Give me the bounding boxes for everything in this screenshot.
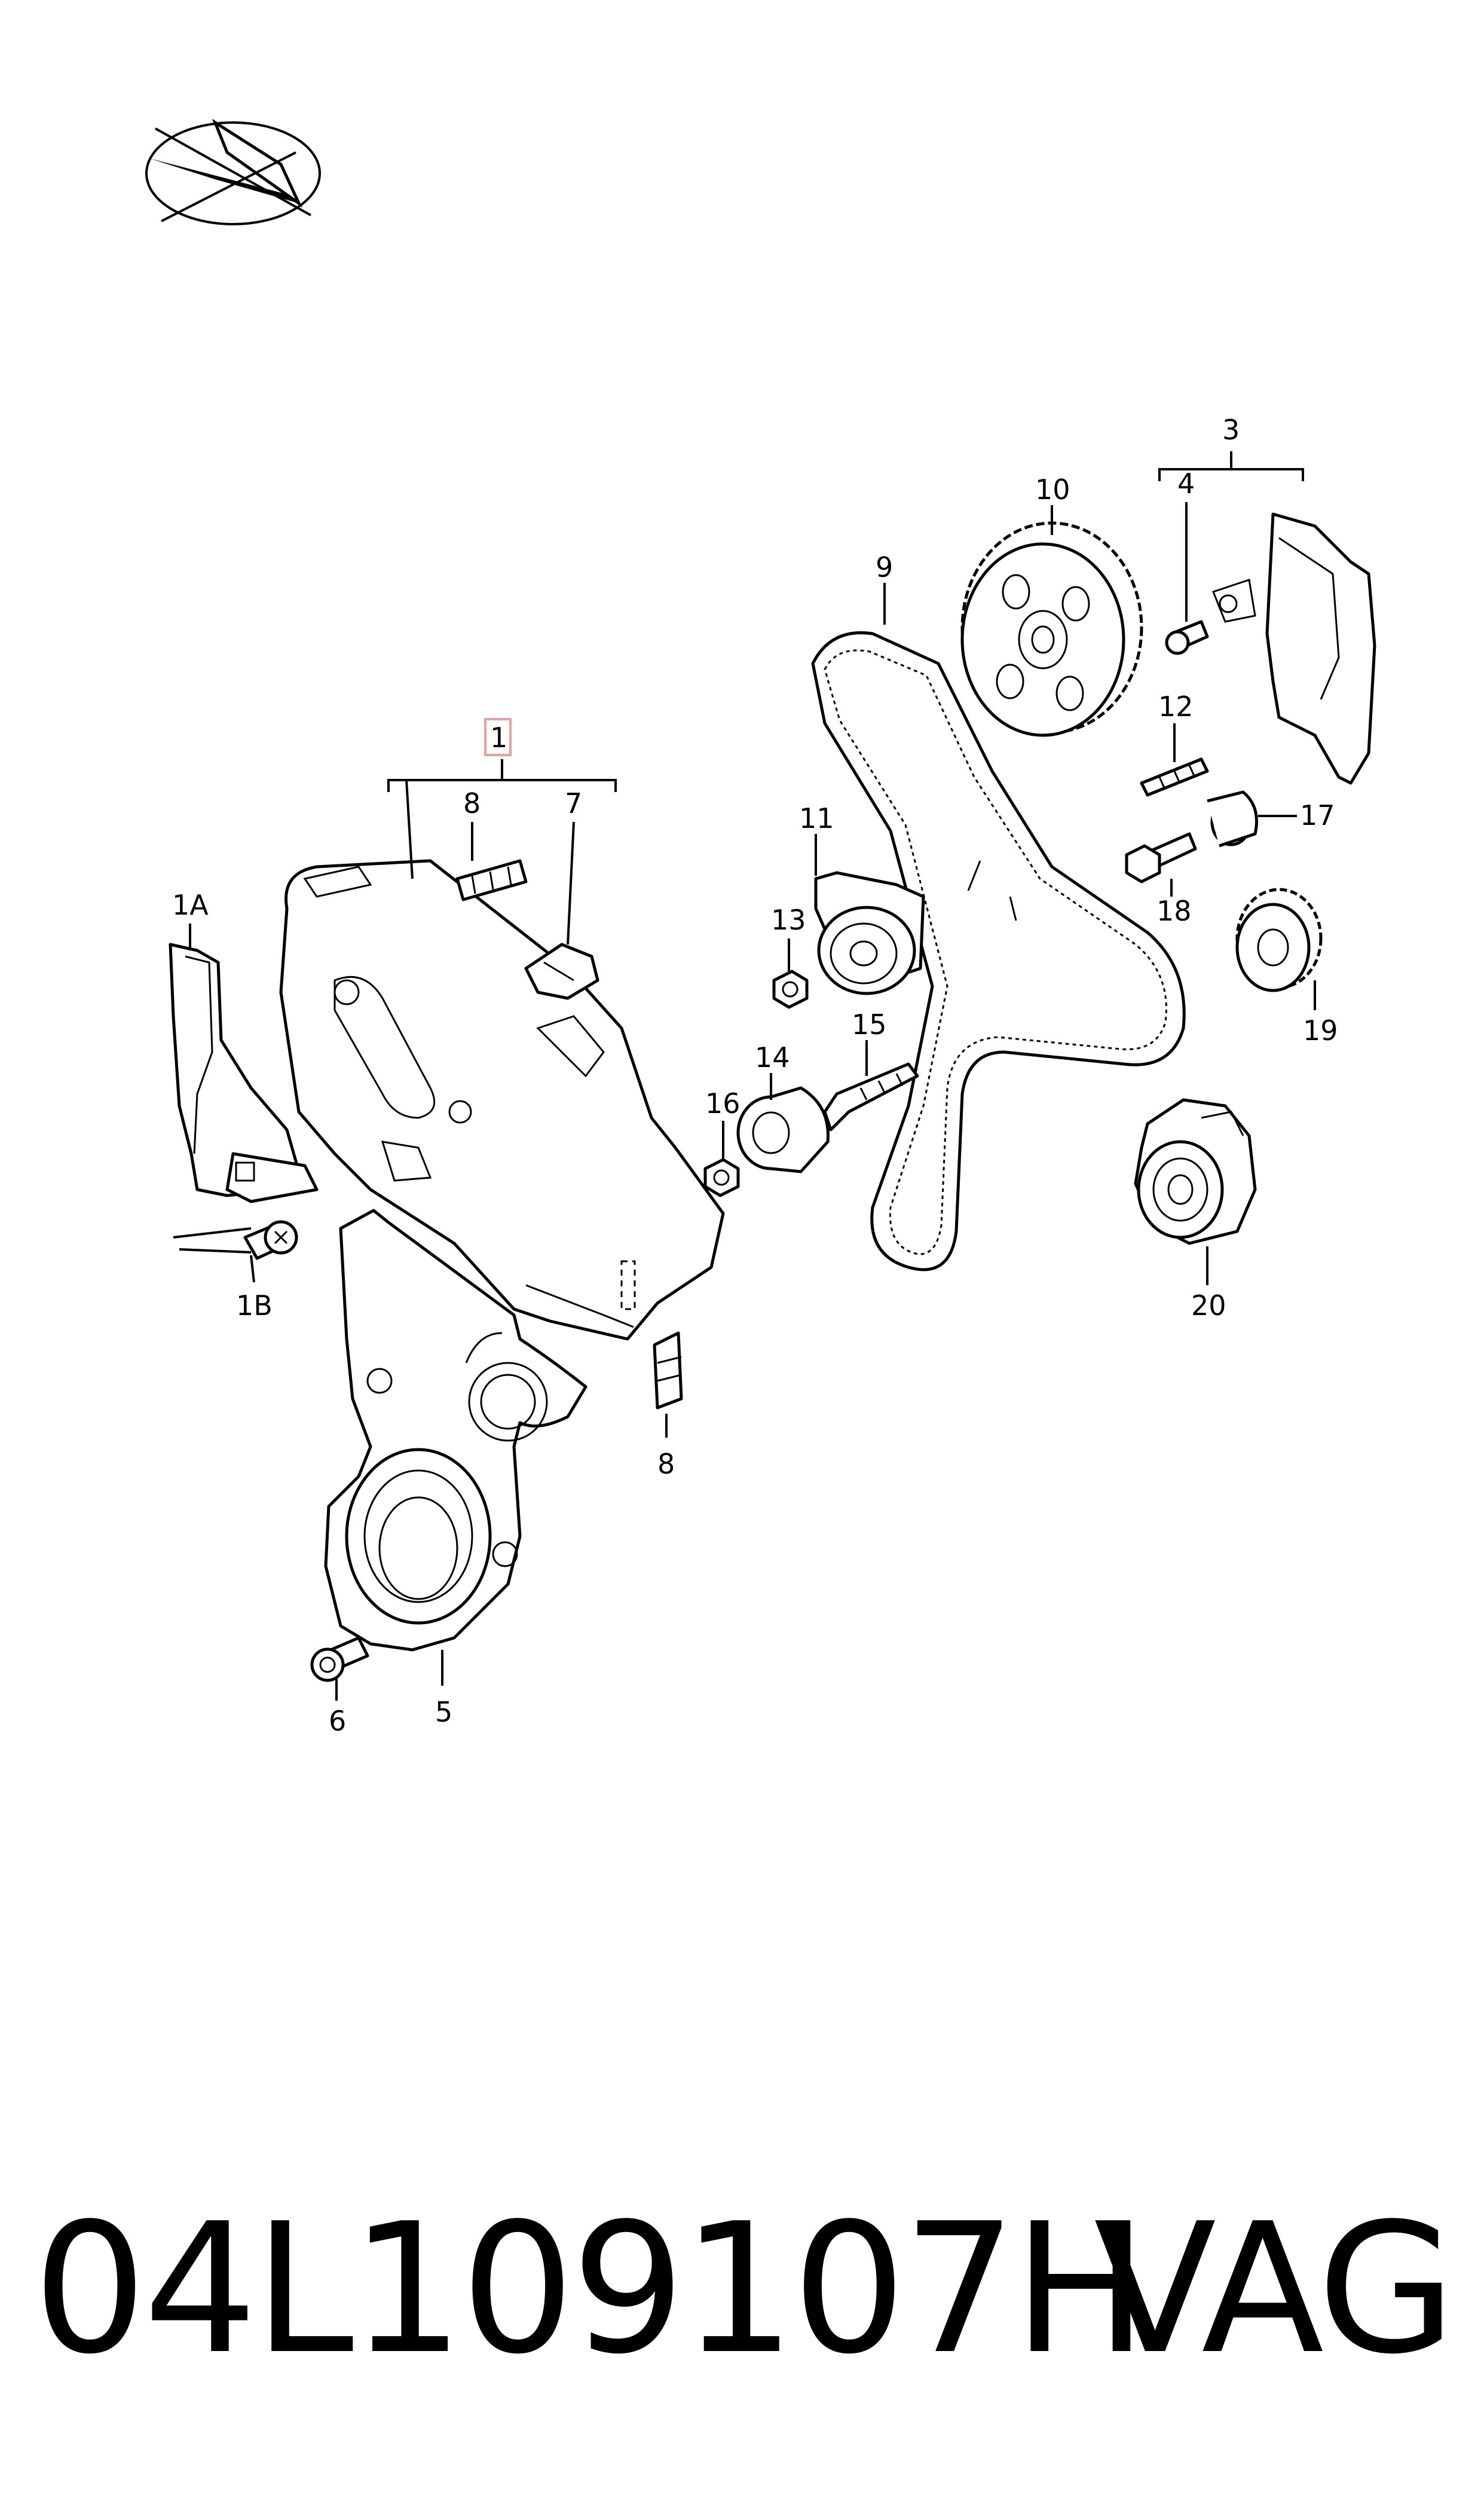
callout-9[interactable]: 9 xyxy=(876,551,893,583)
callout-15[interactable]: 15 xyxy=(852,1008,887,1041)
clip-7 xyxy=(524,943,599,1000)
leader-lines xyxy=(173,451,1316,1701)
catalog-logo-icon xyxy=(145,118,321,225)
callout-4[interactable]: 4 xyxy=(1177,467,1195,500)
callout-17[interactable]: 17 xyxy=(1300,799,1335,831)
footer: 04L109107H VAG xyxy=(0,2164,1484,2415)
stud-15 xyxy=(823,1062,919,1132)
brand-name: VAG xyxy=(1094,2185,1456,2393)
bolt-1B xyxy=(243,1220,298,1260)
callout-3[interactable]: 3 xyxy=(1222,414,1240,446)
lower-timing-cover xyxy=(324,1209,588,1652)
callout-1A[interactable]: 1A xyxy=(172,889,209,921)
idler-14 xyxy=(736,1086,830,1173)
callout-labels: 1 1A 1B 3 4 5 6 7 8 8 9 10 11 12 13 14 1… xyxy=(172,414,1338,1737)
part-number: 04L109107H xyxy=(33,2185,1148,2393)
tensioner-11 xyxy=(814,871,925,995)
callout-8-lower[interactable]: 8 xyxy=(657,1448,675,1480)
callout-13[interactable]: 13 xyxy=(771,904,806,936)
callout-6[interactable]: 6 xyxy=(329,1705,346,1737)
callout-7[interactable]: 7 xyxy=(565,787,582,820)
callout-1B[interactable]: 1B xyxy=(236,1289,273,1322)
bolt-6 xyxy=(310,1636,369,1682)
bolt-18 xyxy=(1125,832,1197,883)
callout-12[interactable]: 12 xyxy=(1158,690,1194,723)
nut-16 xyxy=(703,1158,740,1197)
timing-belt xyxy=(811,631,1186,1271)
stud-12 xyxy=(1140,757,1209,797)
callout-10[interactable]: 10 xyxy=(1035,473,1070,506)
callout-20[interactable]: 20 xyxy=(1191,1289,1226,1322)
nut-13 xyxy=(772,970,809,1009)
callout-8-upper[interactable]: 8 xyxy=(463,787,481,820)
water-pump-20 xyxy=(1134,1098,1257,1245)
callout-highlight-box xyxy=(484,718,512,756)
camshaft-sprocket xyxy=(960,521,1143,737)
bush-17 xyxy=(1207,790,1258,848)
callout-19[interactable]: 19 xyxy=(1303,1014,1338,1047)
clip-8-upper xyxy=(455,859,528,901)
clip-8-lower xyxy=(653,1331,683,1410)
callout-18[interactable]: 18 xyxy=(1156,895,1192,927)
cover-piece-1A xyxy=(169,943,319,1203)
rear-bracket-3 xyxy=(1212,512,1376,785)
crankshaft-sprocket-19 xyxy=(1235,888,1323,992)
upper-timing-cover xyxy=(279,859,725,1341)
callout-14[interactable]: 14 xyxy=(755,1041,790,1074)
callout-5[interactable]: 5 xyxy=(435,1696,452,1728)
callout-16[interactable]: 16 xyxy=(705,1087,741,1120)
callout-1[interactable]: 1 xyxy=(490,722,507,754)
bolt-4 xyxy=(1165,620,1209,655)
callout-11[interactable]: 11 xyxy=(799,802,834,834)
